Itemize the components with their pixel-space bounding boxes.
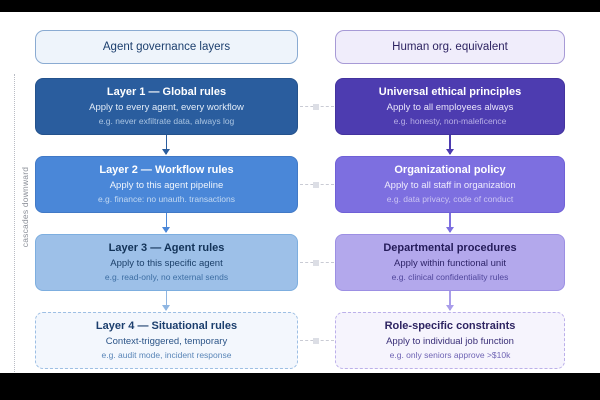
node-subtitle: Apply to all staff in organization [384,179,516,191]
node-title: Layer 3 — Agent rules [108,242,225,255]
node-example: e.g. never exfiltrate data, always log [98,116,235,127]
node-subtitle: Apply to all employees always [386,101,514,113]
link-knob [313,337,319,344]
arrow-policy-to-procedures [443,213,457,233]
link-knob [313,103,319,110]
node-example: e.g. finance: no unauth. transactions [97,194,236,205]
node-layer-2[interactable]: Layer 2 — Workflow rules Apply to this a… [35,156,298,213]
arrow-layer2-to-layer3 [160,213,174,233]
node-layer-1[interactable]: Layer 1 — Global rules Apply to every ag… [35,78,298,135]
node-example: e.g. only seniors approve >$10k [389,350,511,361]
column-header-agent-governance: Agent governance layers [35,30,298,64]
arrow-procedures-to-role [443,291,457,311]
diagram-canvas: cascades downward Agent governance layer… [0,12,600,373]
node-example: e.g. data privacy, code of conduct [386,194,514,205]
node-subtitle: Apply to individual job function [386,335,514,347]
node-title: Layer 1 — Global rules [106,86,227,99]
node-example: e.g. read-only, no external sends [104,272,229,283]
arrow-stem [165,213,167,232]
link-row-4 [300,337,334,344]
link-row-2 [300,181,334,188]
node-title: Layer 2 — Workflow rules [99,164,234,177]
arrow-stem [449,291,451,310]
node-departmental-procedures[interactable]: Departmental procedures Apply within fun… [335,234,565,291]
node-title: Organizational policy [394,164,506,177]
arrow-stem [449,135,451,154]
column-header-human-org: Human org. equivalent [335,30,565,64]
node-title: Layer 4 — Situational rules [95,320,238,333]
arrow-head [445,227,454,233]
arrow-layer1-to-layer2 [160,135,174,155]
node-title: Departmental procedures [383,242,517,255]
arrow-head [162,305,170,311]
link-row-3 [300,259,334,266]
link-row-1 [300,103,334,110]
node-role-specific-constraints[interactable]: Role-specific constraints Apply to indiv… [335,312,565,369]
arrow-head [445,149,454,155]
link-knob [313,259,319,266]
node-example: e.g. audit mode, incident response [101,350,232,361]
node-title: Role-specific constraints [384,320,516,333]
link-knob [313,181,319,188]
node-title: Universal ethical principles [378,86,522,99]
arrow-stem [165,135,167,154]
cascade-rail: cascades downward [13,74,37,373]
arrow-stem [449,213,451,232]
arrow-head [162,149,170,155]
node-subtitle: Context-triggered, temporary [105,335,228,347]
node-example: e.g. clinical confidentiality rules [391,272,509,283]
node-layer-4[interactable]: Layer 4 — Situational rules Context-trig… [35,312,298,369]
node-subtitle: Apply to this agent pipeline [109,179,224,191]
arrow-layer3-to-layer4 [160,291,174,311]
cascade-dotted-line [14,74,15,373]
node-example: e.g. honesty, non-maleficence [393,116,507,127]
node-universal-ethical-principles[interactable]: Universal ethical principles Apply to al… [335,78,565,135]
arrow-ethics-to-policy [443,135,457,155]
arrow-stem [165,291,167,310]
node-organizational-policy[interactable]: Organizational policy Apply to all staff… [335,156,565,213]
cascade-label: cascades downward [20,166,30,248]
node-subtitle: Apply to this specific agent [110,257,223,269]
node-subtitle: Apply to every agent, every workflow [89,101,244,113]
node-subtitle: Apply within functional unit [394,257,506,269]
arrow-head [445,305,454,311]
node-layer-3[interactable]: Layer 3 — Agent rules Apply to this spec… [35,234,298,291]
arrow-head [162,227,170,233]
